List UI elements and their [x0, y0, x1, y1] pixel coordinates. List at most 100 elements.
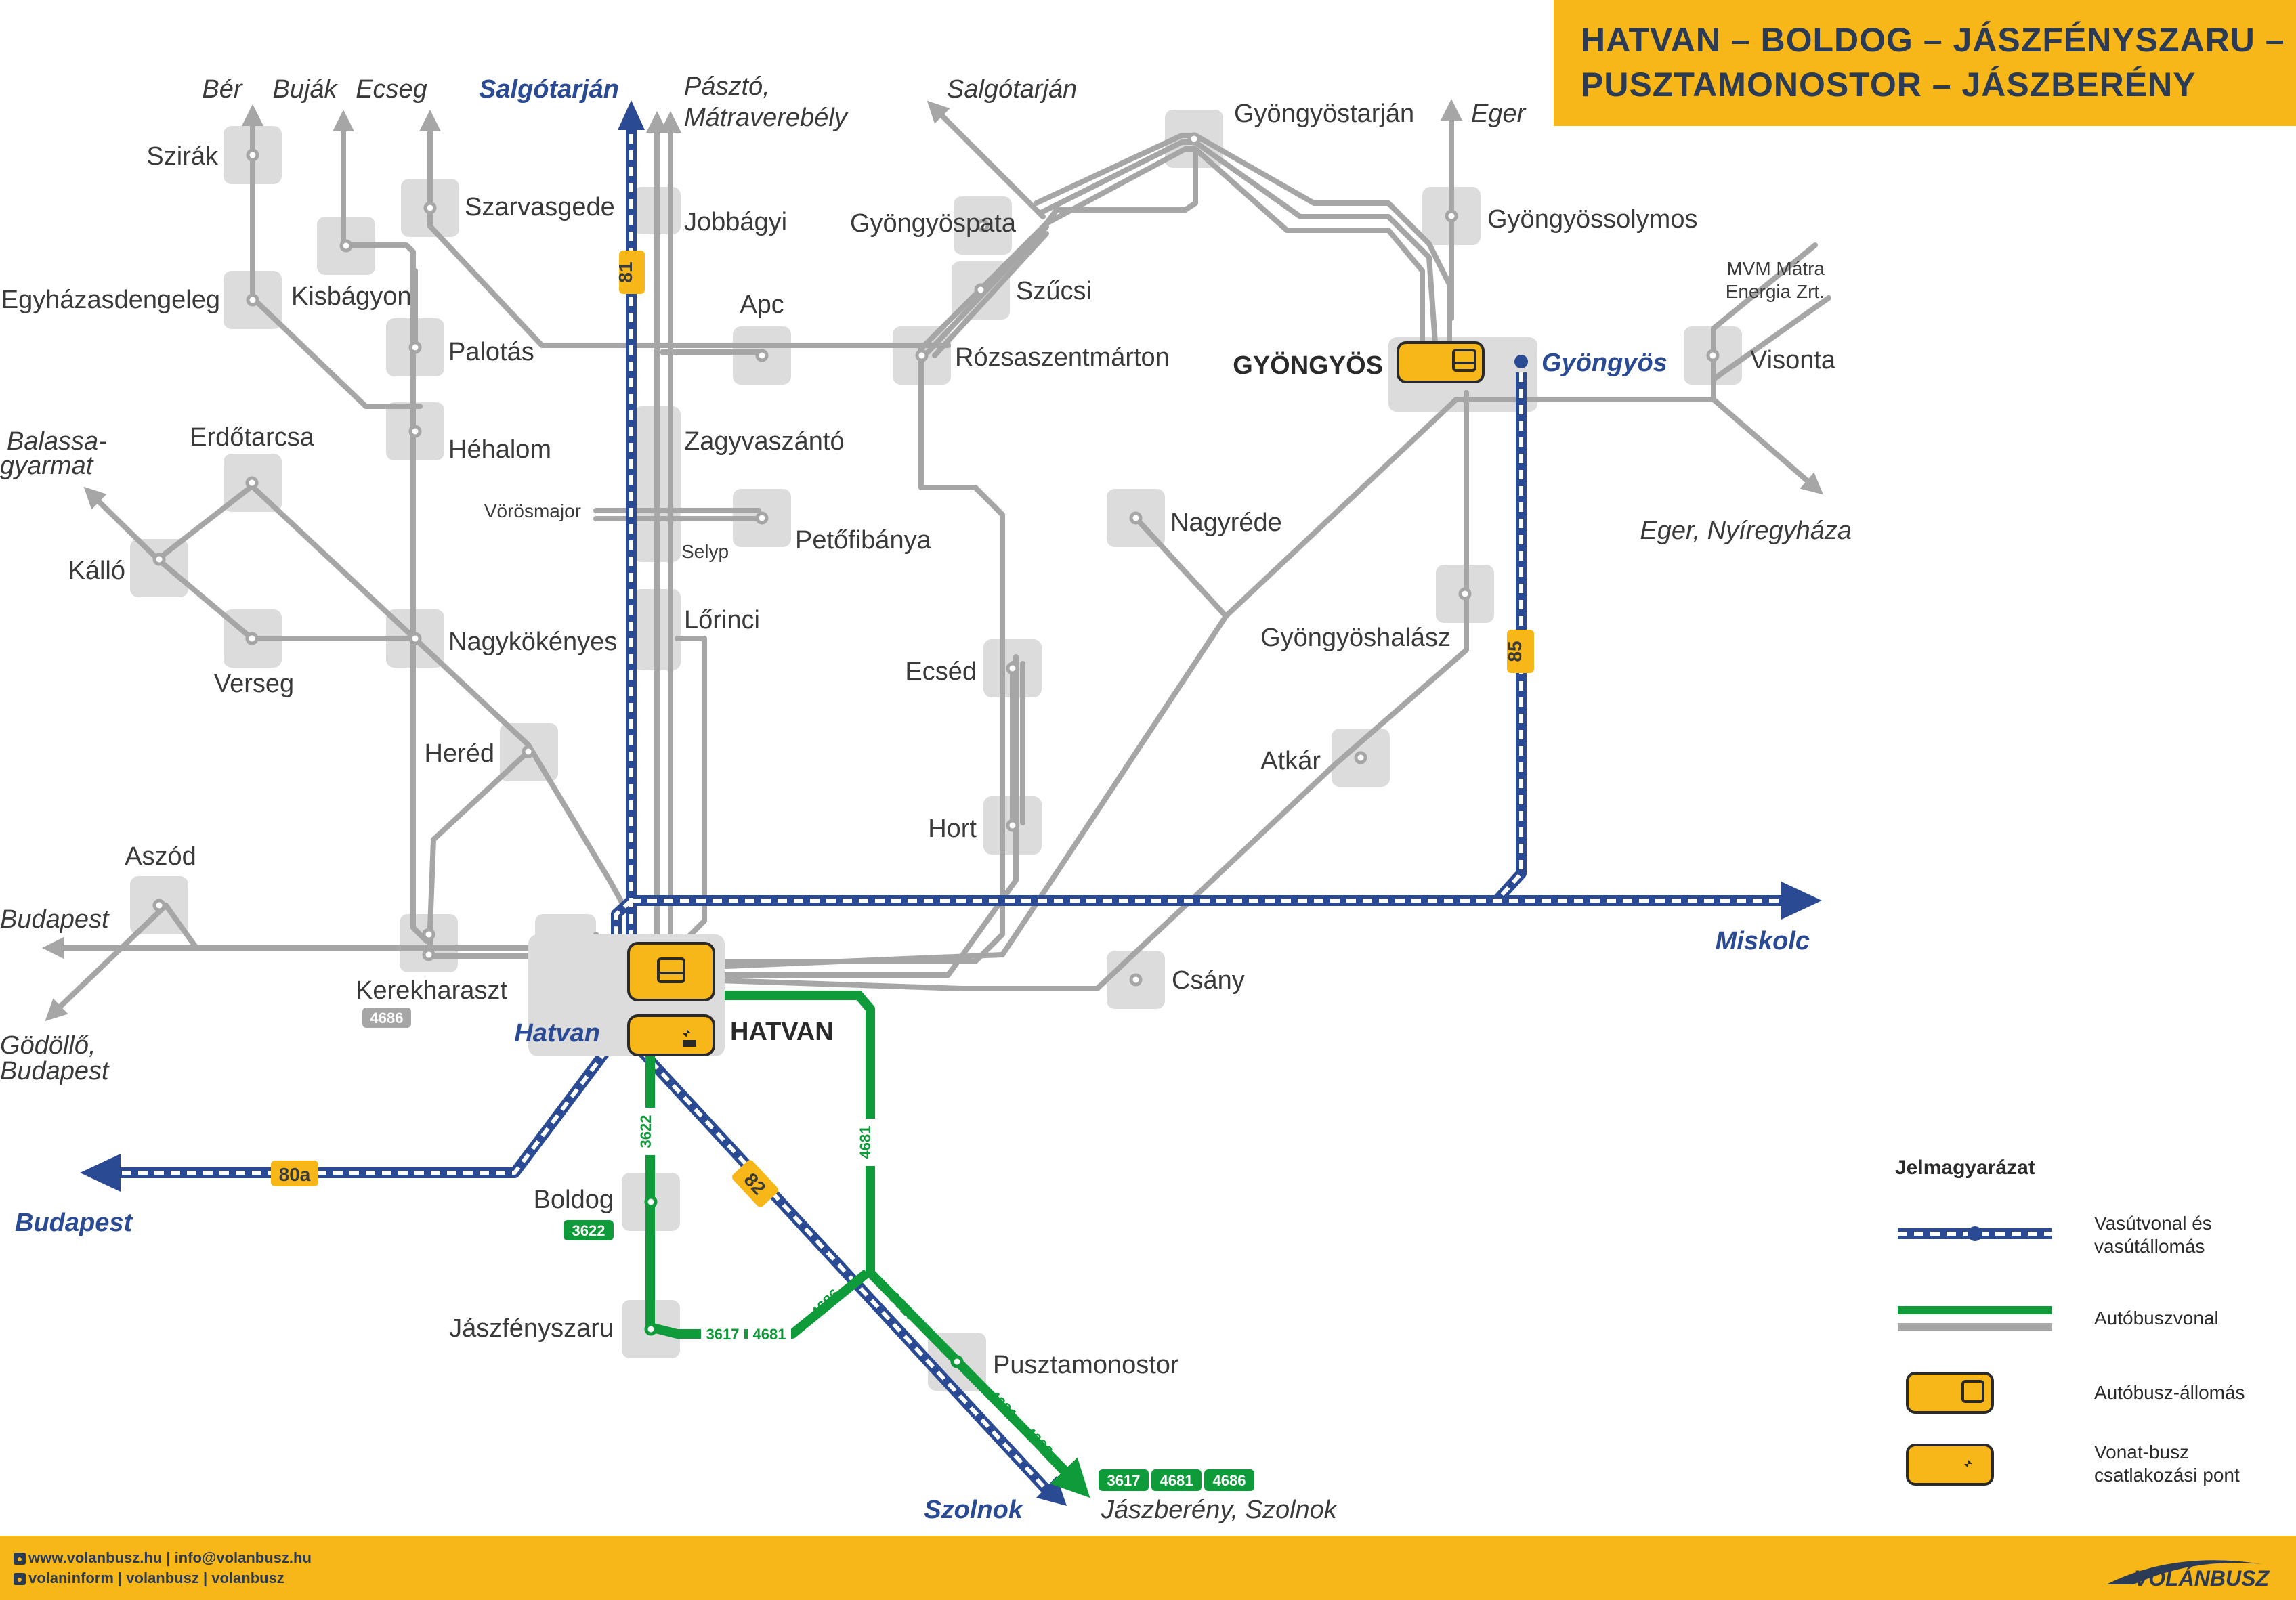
- dest-label: Jászberény, Szolnok: [1101, 1496, 1338, 1524]
- legend-graphics: [1898, 1226, 2052, 1486]
- stop-label: Erdőtarcsa: [190, 423, 315, 452]
- route-4681-label: 4681: [753, 1326, 786, 1343]
- rail-station-label-gyongyos: Gyöngyös: [1542, 349, 1667, 377]
- brand-name: VOLÁNBUSZ: [2133, 1566, 2269, 1591]
- route-4681-label: 4681: [857, 1126, 874, 1159]
- stop-label: Jászfényszaru: [449, 1314, 614, 1343]
- rail-dest-budapest: Budapest: [15, 1209, 133, 1237]
- brand-swoosh-icon: [2106, 1560, 2262, 1584]
- stop-label: Aszód: [125, 842, 196, 871]
- dest-label: Budapest: [0, 905, 110, 934]
- stop-label: Jobbágyi: [684, 208, 787, 236]
- footer-contact-text[interactable]: www.volanbusz.hu | info@volanbusz.hu: [28, 1549, 312, 1566]
- stop-label: Csány: [1172, 966, 1245, 995]
- legend-rail: Vasútvonal és vasútállomás: [2094, 1212, 2212, 1258]
- legend-transfer-line1: Vonat-busz: [2094, 1442, 2190, 1463]
- dest-label: Buják: [272, 75, 338, 104]
- rail-station-label-hatvan: Hatvan: [514, 1019, 600, 1047]
- stop-label: Vörösmajor: [484, 500, 581, 521]
- arrow-salgotarjan-icon: [618, 100, 645, 130]
- footer: ●www.volanbusz.hu | info@volanbusz.hu ●v…: [0, 1536, 2296, 1600]
- header-title-line1: HATVAN – BOLDOG – JÁSZFÉNYSZARU –: [1581, 21, 2285, 59]
- dest-label: Pásztó,: [684, 72, 770, 101]
- stop-label: Gyöngyöstarján: [1234, 100, 1414, 128]
- stop-label: Kisbágyon: [291, 282, 411, 311]
- route-3617-label: 3617: [706, 1326, 740, 1343]
- transfer-icon: [681, 1024, 696, 1047]
- final-route-badge-2: 4681: [1160, 1472, 1193, 1489]
- hub-label-hatvan: HATVAN: [730, 1018, 834, 1046]
- stop-label: Héhalom: [448, 435, 551, 464]
- stop-label: Verseg: [214, 670, 294, 698]
- stop-label: Szűcsi: [1016, 277, 1092, 305]
- bus-icon: [1452, 349, 1476, 372]
- header-title-line2: PUSZTAMONOSTOR – JÁSZBERÉNY: [1581, 66, 2196, 104]
- legend-title: Jelmagyarázat: [1895, 1156, 2035, 1179]
- stop-label: Gyöngyöshalász: [1260, 624, 1451, 652]
- footer-contact: ●www.volanbusz.hu | info@volanbusz.hu: [14, 1549, 312, 1567]
- stop-label: Heréd: [425, 739, 495, 768]
- final-route-badge-1: 3617: [1107, 1472, 1141, 1489]
- dest-label: Bér: [202, 75, 242, 104]
- arrow-budapest-icon: [80, 1154, 121, 1192]
- stop-label: Hort: [928, 815, 977, 843]
- bus-icon: [657, 957, 685, 983]
- bus-destinations: Bér Buják Ecseg Pásztó, Mátraverebély Sa…: [0, 72, 1852, 1524]
- dest-label: Salgótarján: [947, 75, 1077, 104]
- header-title-box: HATVAN – BOLDOG – JÁSZFÉNYSZARU – PUSZTA…: [1554, 0, 2296, 126]
- dest-label: Mátraverebély: [684, 104, 849, 132]
- boldog-route-badge: 3622: [572, 1222, 605, 1239]
- hub-label-gyongyos: GYÖNGYÖS: [1233, 351, 1383, 380]
- dest-label: gyarmat: [0, 452, 94, 480]
- stop-label: Zagyvaszántó: [684, 427, 845, 456]
- stop-label: Gyöngyöspata: [850, 209, 1017, 238]
- stop-label: Nagyréde: [1170, 509, 1282, 537]
- stop-label: Egyházasdengeleg: [1, 286, 220, 314]
- stop-label: Kálló: [68, 557, 126, 585]
- dest-label: Eger, Nyíregyháza: [1640, 517, 1852, 545]
- line-81-label: 81: [615, 261, 636, 282]
- legend-transfer: Vonat-busz csatlakozási pont: [2094, 1441, 2240, 1487]
- legend-bus-station: Autóbusz-állomás: [2094, 1382, 2245, 1403]
- footer-social-text[interactable]: volaninform | volanbusz | volanbusz: [28, 1570, 284, 1586]
- stop-label: Selyp: [681, 541, 729, 562]
- dest-label: Gödöllő,: [0, 1031, 96, 1060]
- footer-social: ●volaninform | volanbusz | volanbusz: [14, 1570, 284, 1587]
- globe-icon: ●: [14, 1553, 26, 1565]
- social-icon: ●: [14, 1573, 26, 1586]
- rail-dest-miskolc: Miskolc: [1716, 927, 1810, 955]
- stop-label: Szarvasgede: [465, 193, 615, 221]
- rail-dest-salgotarjan: Salgótarján: [479, 75, 619, 104]
- stop-labels: Szirák Egyházasdengeleg Kisbágyon Szarva…: [1, 100, 1836, 1379]
- line-80a-label: 80a: [279, 1164, 311, 1185]
- gyongyos-hub: [1397, 341, 1485, 383]
- dest-label: Energia Zrt.: [1726, 281, 1825, 302]
- stop-label: Lőrinci: [684, 606, 760, 634]
- stop-label: Atkár: [1260, 747, 1321, 775]
- stop-label: Kerekharaszt: [356, 976, 507, 1005]
- stop-label: Nagykökényes: [448, 628, 617, 656]
- arrow-miskolc-icon: [1781, 882, 1822, 920]
- kerekharaszt-route-badge: 4686: [370, 1010, 404, 1026]
- route-badges: 3622 4686 3617 4681 4686: [362, 1008, 1254, 1491]
- dest-label: Balassa-: [7, 427, 107, 456]
- stop-label: Petőfibánya: [795, 526, 932, 555]
- brand-logo: VOLÁNBUSZ: [2093, 1551, 2269, 1591]
- hatvan-hub: [528, 934, 725, 1056]
- stop-label: Palotás: [448, 338, 534, 366]
- legend-transfer-line2: csatlakozási pont: [2094, 1465, 2240, 1486]
- stop-label: Szirák: [146, 142, 219, 171]
- line-85-label: 85: [1504, 641, 1525, 662]
- dest-label: MVM Mátra: [1726, 258, 1825, 279]
- rail-line-badges: 81 85 80a 82: [271, 251, 1534, 1207]
- stop-label: Boldog: [534, 1186, 614, 1214]
- stop-label: Visonta: [1750, 346, 1836, 374]
- legend-rail-line2: vasútállomás: [2094, 1236, 2205, 1257]
- stop-label: Apc: [740, 290, 784, 319]
- route-3622-label: 3622: [637, 1115, 654, 1148]
- stop-dots: [152, 132, 1720, 1368]
- rail-dest-szolnok: Szolnok: [924, 1496, 1024, 1524]
- rail-lines: [80, 100, 1822, 1506]
- green-bus-lines: [645, 991, 1090, 1498]
